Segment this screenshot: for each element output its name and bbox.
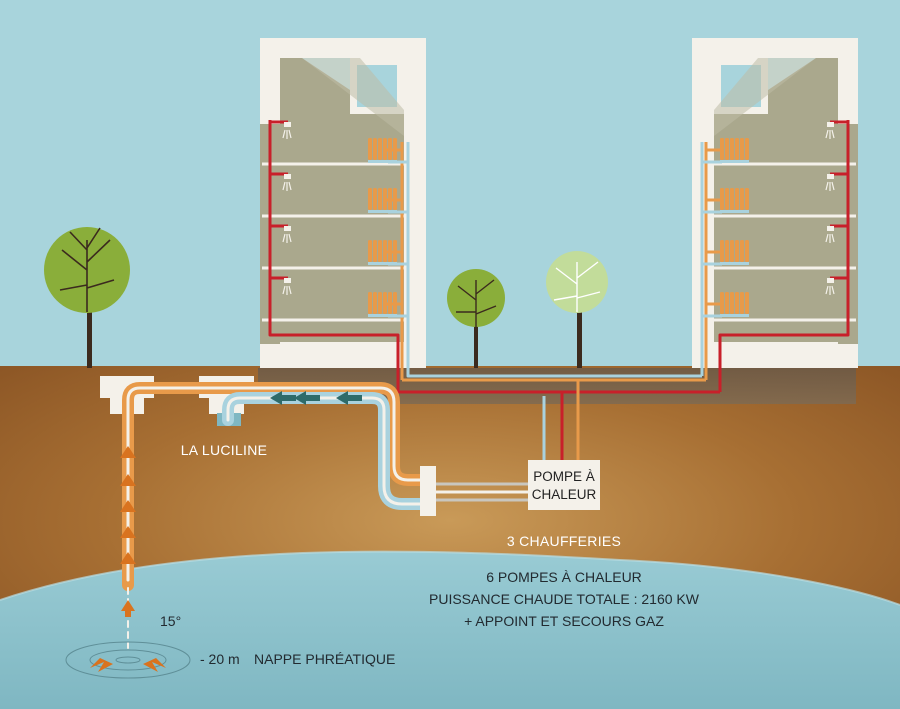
radiator-icon bbox=[368, 292, 397, 317]
radiator-icon bbox=[720, 240, 749, 265]
heat-pump-label-line1: POMPE À bbox=[533, 469, 595, 484]
heat-pump-label-line2: CHALEUR bbox=[532, 487, 597, 502]
right-radiator-icons bbox=[720, 138, 749, 317]
left-shower-icons bbox=[282, 122, 292, 295]
radiator-icon bbox=[720, 292, 749, 317]
left-radiator-icons bbox=[368, 138, 397, 317]
water-table bbox=[0, 551, 900, 709]
tree-middle bbox=[447, 269, 505, 368]
water-table-label: NAPPE PHRÉATIQUE bbox=[254, 651, 395, 667]
radiator-icon bbox=[368, 138, 397, 163]
tree-left bbox=[44, 227, 130, 368]
flow-arrows-left bbox=[270, 391, 362, 405]
heat-exchanger bbox=[420, 466, 528, 516]
radiator-icon bbox=[368, 240, 397, 265]
temperature-label: 15° bbox=[160, 613, 181, 629]
right-building-pipes bbox=[700, 120, 850, 394]
right-shower-icons bbox=[825, 122, 835, 295]
well-intake bbox=[65, 641, 191, 679]
left-building-pipes bbox=[268, 120, 716, 394]
tree-right bbox=[546, 251, 608, 368]
radiator-icon bbox=[720, 138, 749, 163]
luciline-label: LA LUCILINE bbox=[181, 442, 268, 458]
backup-gas-label: + APPOINT ET SECOURS GAZ bbox=[464, 613, 664, 629]
intake-arrows bbox=[90, 658, 166, 672]
radiator-icon bbox=[720, 188, 749, 213]
heat-pumps-count-label: 6 POMPES À CHALEUR bbox=[486, 569, 642, 585]
radiator-icon bbox=[368, 188, 397, 213]
right-building bbox=[692, 38, 858, 368]
geothermal-loop bbox=[122, 382, 428, 649]
flow-arrows-up bbox=[120, 446, 136, 617]
chaufferies-label: 3 CHAUFFERIES bbox=[507, 533, 621, 549]
water-surface bbox=[0, 550, 900, 606]
depth-label: - 20 m bbox=[200, 651, 240, 667]
total-power-label: PUISSANCE CHAUDE TOTALE : 2160 KW bbox=[429, 591, 700, 607]
heat-pump-box: POMPE À CHALEUR bbox=[528, 460, 600, 510]
riser-pipes bbox=[542, 380, 580, 462]
